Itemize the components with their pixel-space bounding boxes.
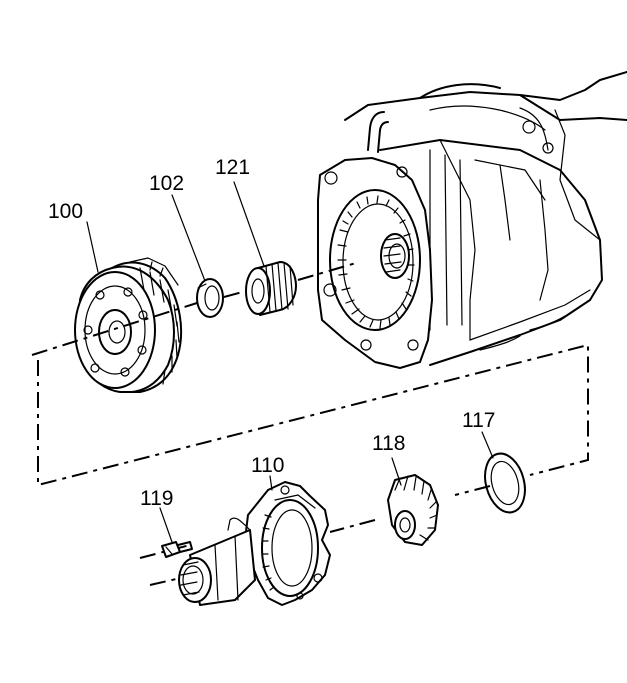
label-117: 117 xyxy=(462,409,495,432)
part-121-bearing xyxy=(245,261,297,316)
leader-lines xyxy=(86,181,494,543)
label-119: 119 xyxy=(140,487,173,510)
part-102-snap-ring xyxy=(196,278,224,318)
part-119-bolt xyxy=(161,541,193,558)
bore-spline-teeth xyxy=(337,195,415,329)
part-110-output-housing xyxy=(178,481,331,606)
part-117-washer xyxy=(484,452,526,514)
part-100-clutch-hub xyxy=(74,257,183,393)
label-121: 121 xyxy=(215,156,250,179)
label-110: 110 xyxy=(251,454,284,477)
part-118-differential-gear xyxy=(387,474,439,546)
label-100: 100 xyxy=(48,200,83,223)
label-102: 102 xyxy=(149,172,184,195)
transmission-housing xyxy=(317,71,627,369)
label-118: 118 xyxy=(372,432,405,455)
